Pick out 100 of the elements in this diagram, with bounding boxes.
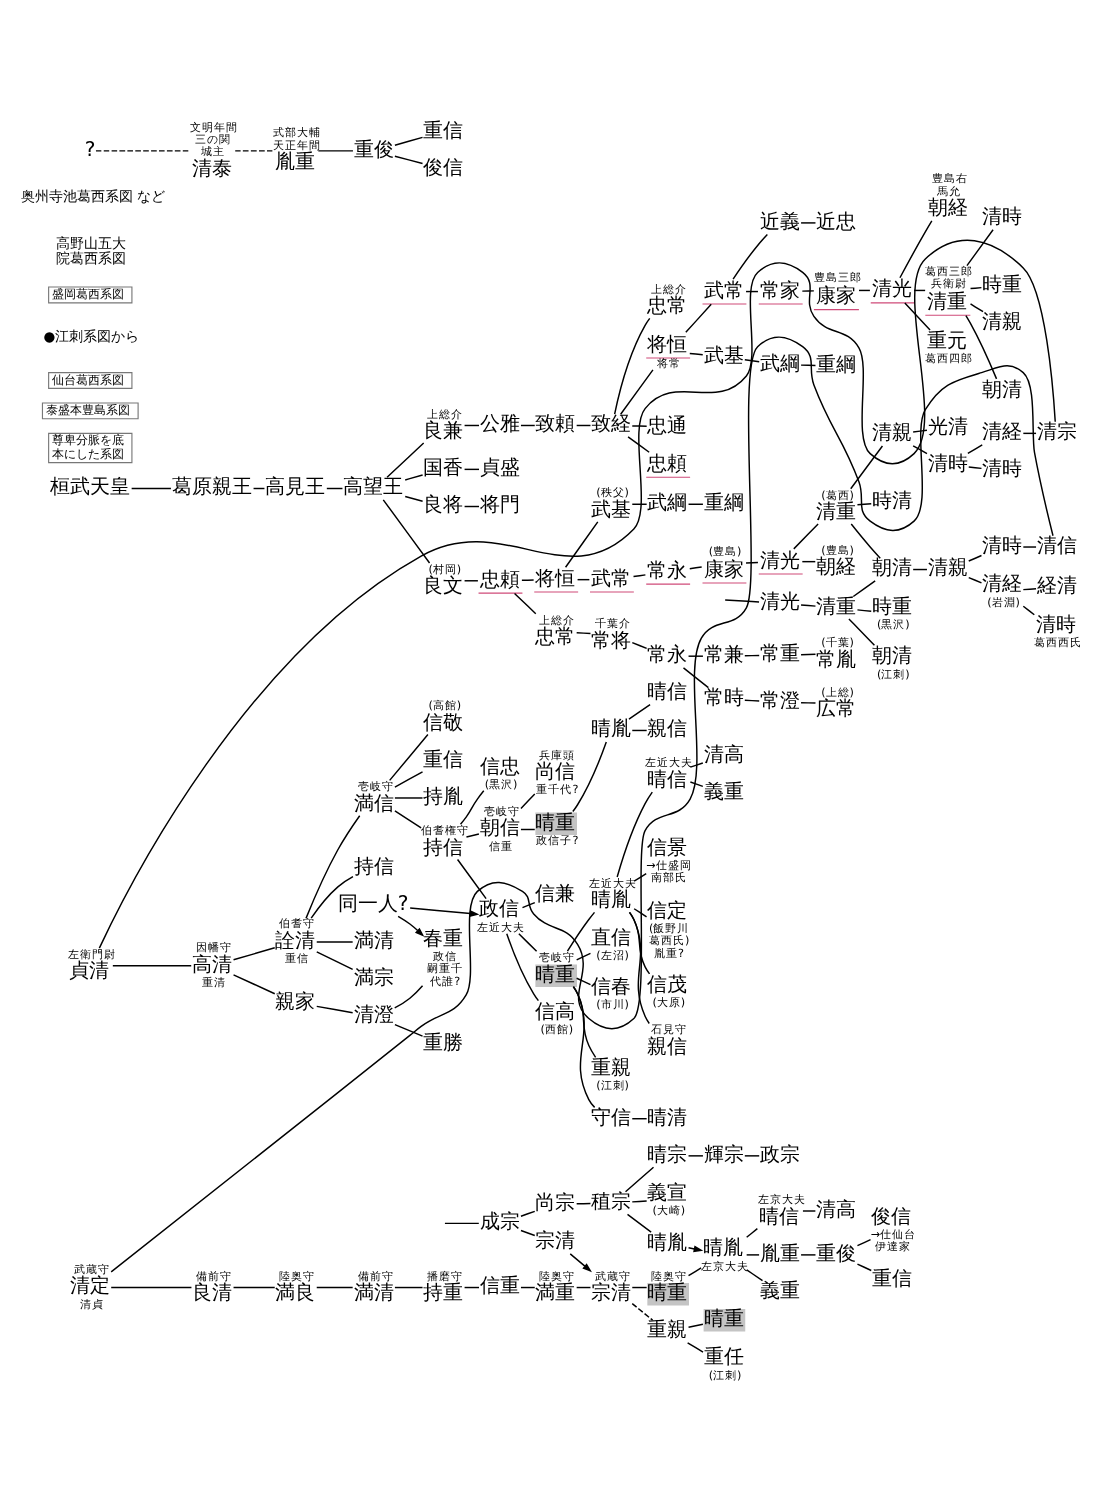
connector [566,910,596,951]
node-box: 晴重 [647,1282,689,1305]
node-text: 輝宗 [703,1143,744,1166]
connector [575,976,592,985]
node-text: 常永 [647,559,688,582]
node-text: 高見王 [265,476,326,499]
node-text: 重綱 [703,492,744,515]
connector [628,910,650,1024]
node-text: 清親 [927,557,968,580]
connector [394,796,424,798]
node-text: 重俊 [816,1242,857,1265]
connector [310,875,354,918]
connector [305,814,361,919]
connector [633,871,647,881]
node-text: 忠頼 [479,568,520,591]
node-text: 晴胤 [647,1231,688,1254]
connector [316,940,354,942]
connector [520,1209,536,1216]
connector [631,424,648,426]
connector [689,565,703,569]
node-text: 常兼 [703,644,744,667]
connector [687,1322,704,1327]
connector [968,575,983,583]
node-text: 清高 [816,1198,857,1221]
connector [850,444,884,489]
node-text: 清信 [1036,534,1077,557]
connector [232,946,276,960]
connector [744,1154,760,1156]
node-text: 成宗 [479,1211,520,1234]
connector [463,579,479,581]
arrow [409,906,480,916]
node-text: 清宗 [1036,421,1077,444]
connector [793,522,819,549]
connector [899,219,933,278]
connector [394,1285,424,1288]
arrow [397,914,425,936]
connector [564,520,599,567]
connector [628,910,651,974]
connector [394,1022,424,1036]
connector [631,640,648,649]
connector [802,1209,817,1211]
node-text: 朝清 [871,557,912,580]
connector [232,1285,276,1288]
node-text: 国香 [423,457,464,480]
node-text: 清時 [982,458,1023,481]
connector [572,984,596,1108]
connector [628,702,651,719]
node-text: 重勝 [423,1032,464,1055]
node-text: 重信 [871,1267,912,1290]
connector [520,792,536,809]
node-text: 経清 [1036,575,1077,598]
node-text: 宗清 [535,1230,576,1253]
connector [969,302,984,312]
connector [575,630,592,634]
connector [800,603,817,606]
connector [968,465,983,469]
node-text: 清重 [816,595,857,618]
node-text: 清時 [982,534,1023,557]
node-text: 清高 [703,744,744,767]
connector [966,228,994,266]
node-text: 光清 [927,415,968,438]
node-text: 致頼 [535,413,576,436]
connector [98,238,1056,948]
node-text: 近義 [759,210,800,233]
connector [112,963,192,966]
node-text: 重綱 [816,353,857,376]
connector [1022,604,1036,615]
node-text: 貞盛 [479,457,520,480]
connector [388,732,429,781]
connector [572,740,607,812]
connector [689,761,704,767]
connector [687,1266,702,1276]
node-text: 重俊 [353,138,394,161]
node-text: 忠通 [647,414,688,437]
arrow [687,1244,704,1252]
connector [800,701,817,703]
node-text: 晴清 [647,1106,688,1129]
node-text: 武常 [591,567,632,590]
node-text: 満清 [353,929,394,952]
node-text: 良将 [423,494,464,517]
connector [572,985,597,1058]
connector [856,608,872,612]
node-text: 清時 [927,452,968,475]
node-text: 常永 [647,644,688,667]
connector [404,494,424,501]
node-text: 将恒 [535,567,576,590]
node-text: 高望王 [343,476,404,499]
connector [624,1165,655,1192]
connector [965,313,998,379]
connector [110,335,1054,1272]
connector [631,1199,648,1202]
node-text: 時重 [982,273,1023,296]
connector [800,221,817,223]
connector [521,900,536,908]
connector [744,358,760,362]
connector [394,135,424,145]
node-text: 忠頼 [647,452,688,475]
node-text: 満宗 [353,967,394,990]
connector [506,932,540,1001]
connector [1022,545,1037,547]
